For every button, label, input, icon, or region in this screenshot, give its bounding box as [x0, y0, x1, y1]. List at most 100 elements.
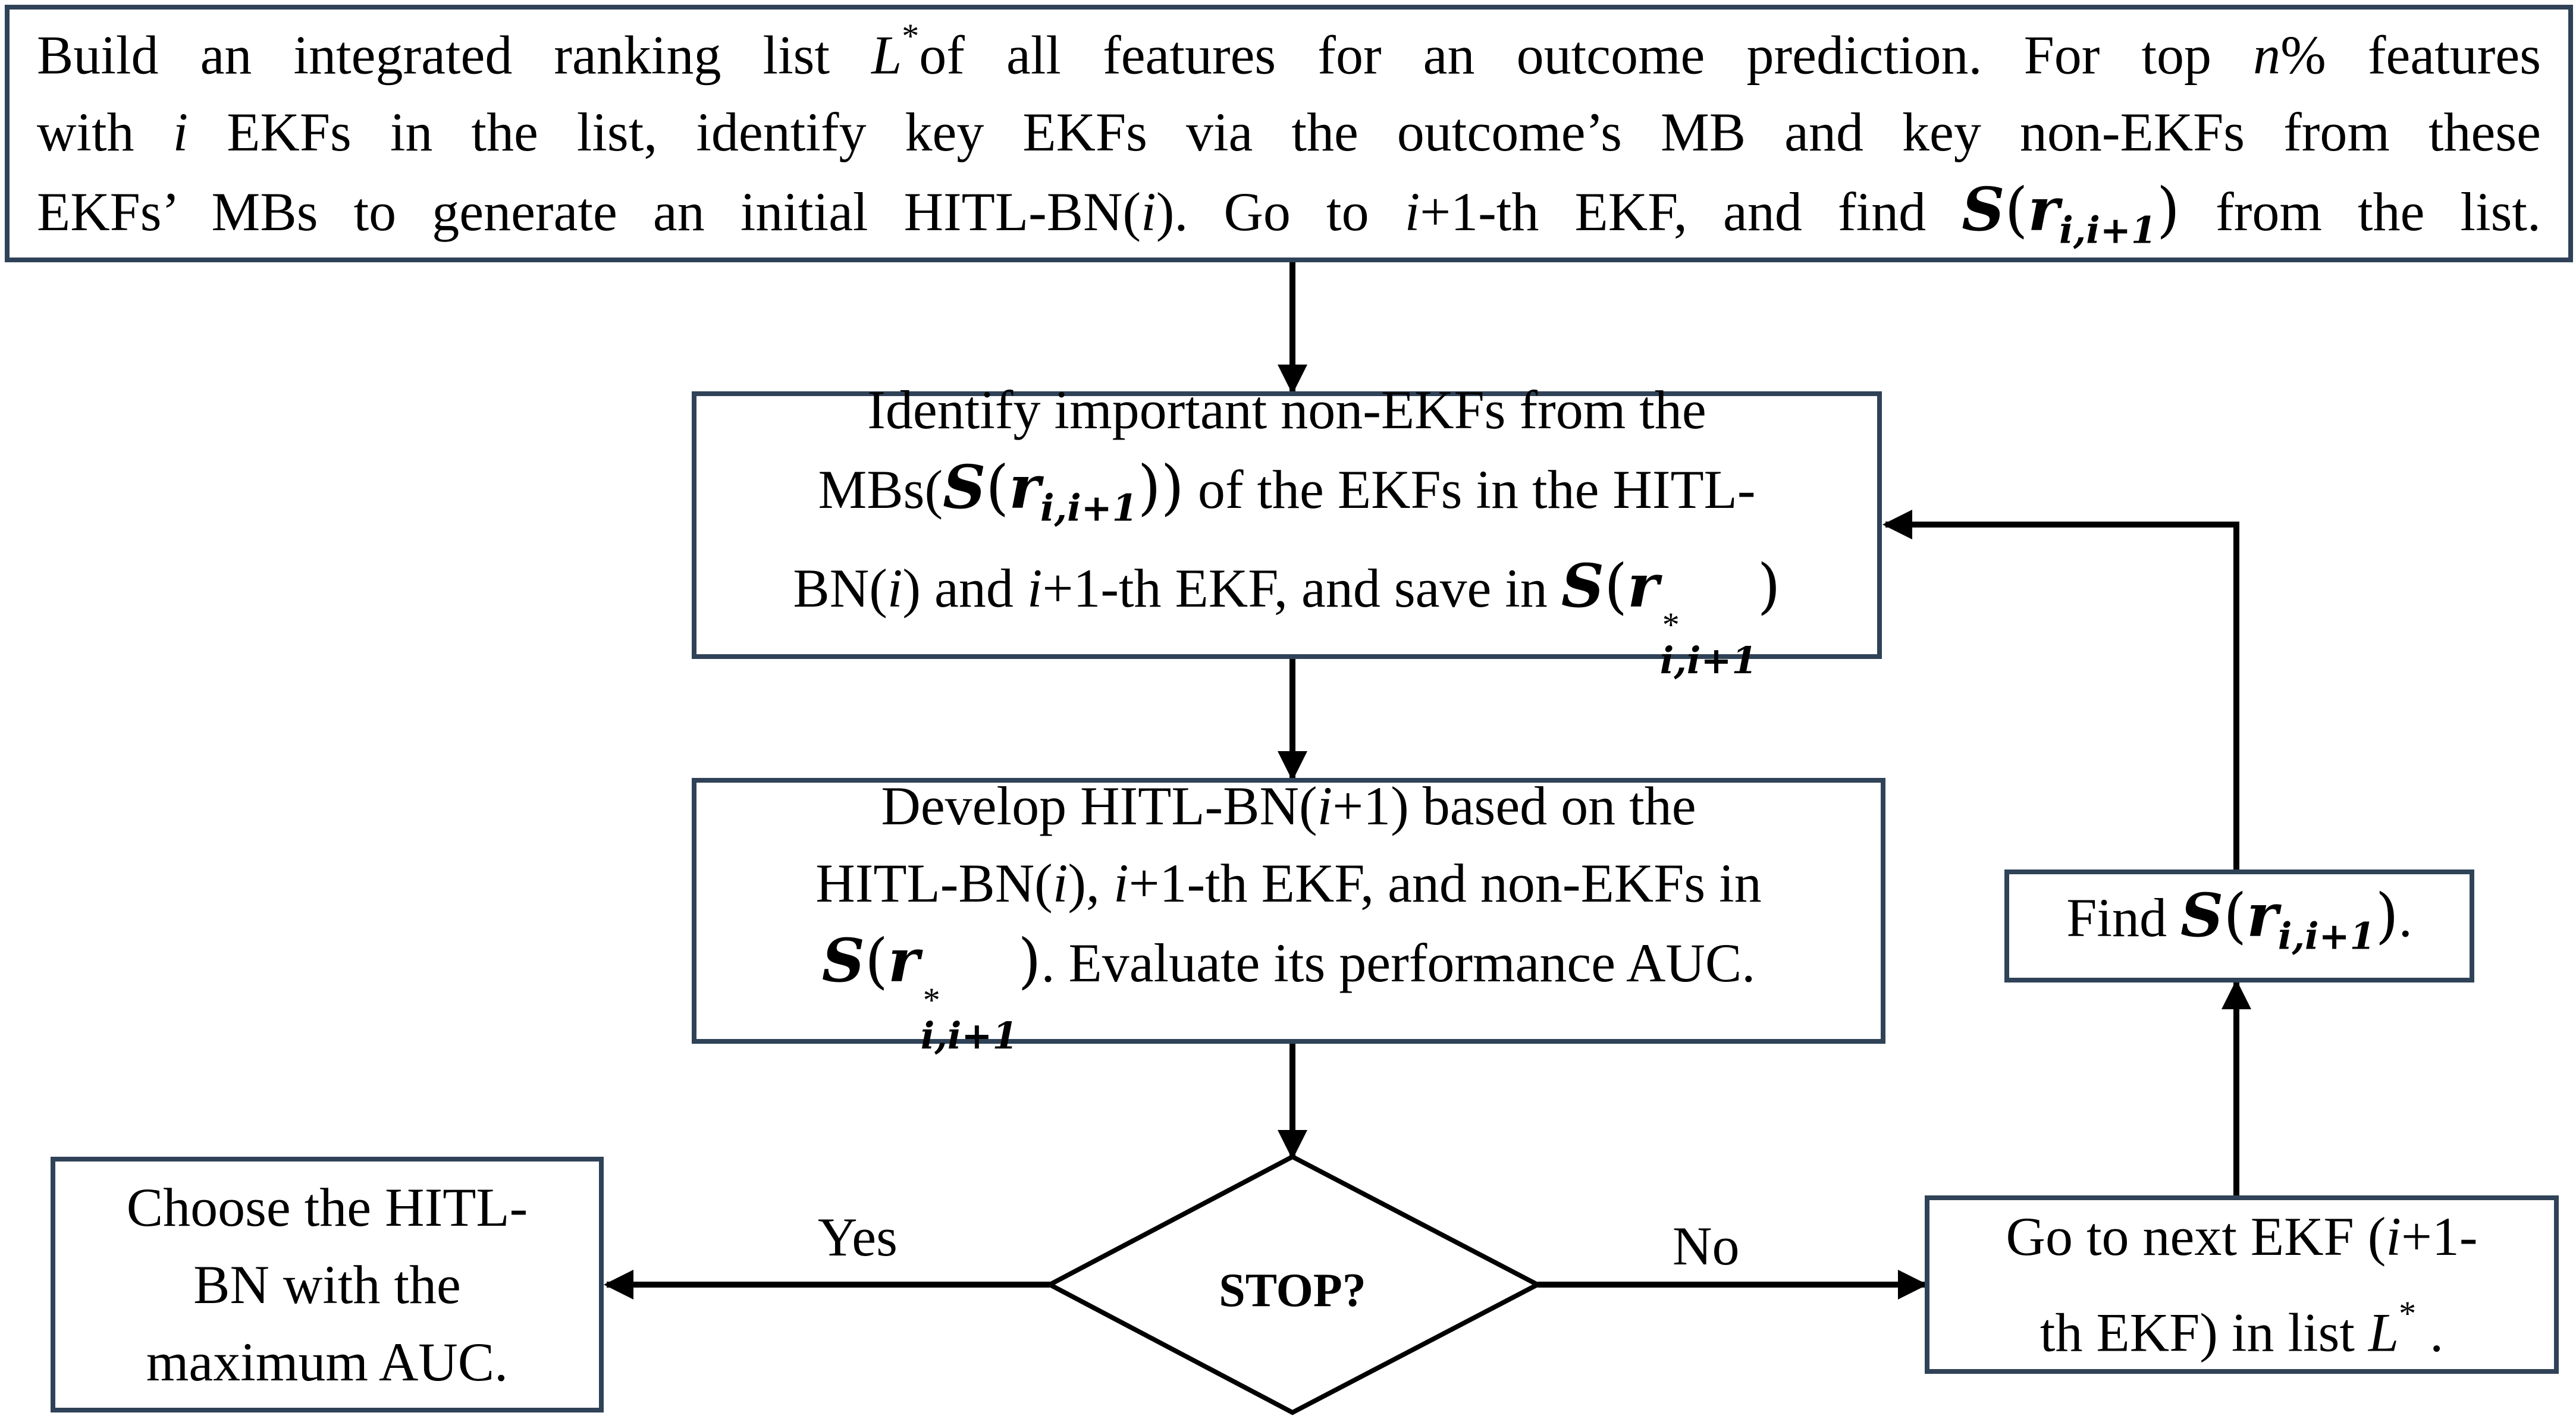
symbol-i: i [1052, 853, 1068, 914]
text: ), [1068, 853, 1100, 914]
text: MBs( [818, 459, 943, 520]
decision-diamond [1044, 1154, 1543, 1415]
text: th EKF) in list [2040, 1302, 2355, 1363]
symbol-S: S [821, 925, 865, 996]
text: HITL-BN( [815, 853, 1053, 914]
symbol-S: S [943, 451, 986, 522]
box-develop-hitl-bn: Develop HITL-BN(i+1) based on the HITL-B… [692, 776, 1885, 1054]
text: BN( [793, 557, 887, 619]
text: +1-th EKF, and find [1420, 181, 1926, 243]
symbol-n: n [2253, 24, 2281, 86]
text: ) and [902, 557, 1014, 619]
subscript: i,i+1 [920, 1013, 1018, 1057]
box-identify-non-ekfs: Identify important non-EKFs from the MBs… [692, 379, 1882, 679]
box-develop-line-1: Develop HITL-BN(i+1) based on the [815, 767, 1761, 845]
sub-sup-stack: *i,i+1 [920, 980, 1018, 1057]
math-S-r: S(ri,i+1) [2180, 880, 2399, 958]
box-choose-max-auc: Choose the HITL- BN with the maximum AUC… [51, 1157, 604, 1412]
symbol-r: r [2028, 174, 2060, 245]
box-build-ranking-list: Build an integrated ranking list L*of al… [5, 5, 2573, 262]
text: of all features for an outcome predictio… [919, 24, 2212, 86]
paren: ( [2223, 881, 2247, 951]
paren: ( [865, 926, 889, 996]
superscript-star: * [923, 980, 940, 1019]
symbol-star: * [902, 16, 920, 55]
box-top-line-3: EKFs’ MBs to generate an initial HITL-BN… [37, 171, 2541, 269]
symbol-r: r [1009, 451, 1040, 522]
symbol-r: r [888, 925, 920, 996]
symbol-i: i [172, 102, 189, 163]
subscript: i,i+1 [1040, 486, 1138, 530]
superscript-star: * [1662, 605, 1680, 645]
text: +1-th EKF, and save in [1042, 557, 1548, 619]
text: of the EKFs in the HITL- [1197, 459, 1756, 520]
box-next-line-1: Go to next EKF (i+1- [2006, 1198, 2478, 1275]
subscript: i,i+1 [2277, 914, 2376, 958]
box-top-line-2: with i EKFs in the list, identify key EK… [37, 93, 2541, 171]
box-identify-line-3: BN(i) and i+1-th EKF, and save in S(r*i,… [793, 547, 1780, 680]
math-S-r-star: S(r*i,i+1) [822, 925, 1041, 1054]
text: +1-th EKF, and non-EKFs in [1128, 853, 1762, 914]
subscript: i,i+1 [2059, 209, 2157, 253]
symbol-i: i [2386, 1206, 2401, 1267]
text: EKFs in the list, identify key EKFs via … [227, 102, 2542, 163]
edge-label-no: No [1673, 1216, 1740, 1276]
text: ). Go to [1156, 181, 1369, 243]
text: with [37, 102, 134, 163]
box-find-s-r: Find S(ri,i+1). [2004, 869, 2474, 982]
paren: ( [1604, 551, 1628, 621]
paren: ) [1018, 926, 1041, 996]
box-choose-line-3: maximum AUC. [146, 1332, 509, 1392]
box-choose-line-2: BN with the [193, 1254, 461, 1315]
edge-label-yes: Yes [818, 1207, 898, 1267]
box-identify-line-1: Identify important non-EKFs from the [867, 379, 1706, 440]
box-choose-line-1: Choose the HITL- [126, 1177, 528, 1238]
symbol-i: i [1317, 776, 1333, 837]
decision-label: STOP? [1219, 1264, 1366, 1317]
symbol-i: i [1141, 181, 1156, 243]
box-find-line: Find S(ri,i+1). [2066, 877, 2412, 975]
symbol-i: i [1027, 557, 1043, 619]
box-top-line-1: Build an integrated ranking list L*of al… [37, 0, 2541, 93]
symbol-r: r [1627, 550, 1659, 621]
symbol-i: i [1404, 181, 1420, 243]
symbol-L: L [871, 24, 902, 86]
paren: )) [1137, 452, 1184, 522]
math-S-r: S(ri,i+1)) [943, 452, 1184, 530]
paren: ( [986, 452, 1009, 522]
paren: ) [2375, 881, 2399, 951]
text: Find [2066, 887, 2167, 949]
text: EKFs’ MBs to generate an initial HITL-BN… [37, 181, 1141, 243]
text: . Evaluate its performance AUC. [1041, 933, 1756, 994]
symbol-S: S [1561, 550, 1605, 621]
text: % features [2280, 24, 2541, 86]
paren: ) [1757, 551, 1781, 621]
paren: ( [2004, 175, 2028, 245]
text: from the list. [2216, 181, 2541, 243]
paren: ) [2156, 175, 2180, 245]
text: +1- [2401, 1206, 2478, 1267]
arrow-find-to-identify [1882, 510, 2239, 869]
text: . [2398, 887, 2412, 949]
text: +1) based on the [1332, 776, 1696, 837]
box-develop-line-2: HITL-BN(i), i+1-th EKF, and non-EKFs in [815, 845, 1761, 922]
text: . [2430, 1302, 2444, 1363]
symbol-i: i [1113, 853, 1129, 914]
math-S-r-star: S(r*i,i+1) [1561, 551, 1781, 679]
sub-sup-stack: *i,i+1 [1660, 608, 1758, 679]
box-go-to-next-ekf: Go to next EKF (i+1- th EKF) in list L* … [1925, 1195, 2559, 1374]
text: Go to next EKF ( [2006, 1206, 2386, 1267]
symbol-S: S [2180, 880, 2224, 951]
text: Develop HITL-BN( [881, 776, 1317, 837]
math-S-r: S(ri,i+1) [1962, 174, 2180, 252]
symbol-L: L [2368, 1302, 2399, 1363]
subscript: i,i+1 [1659, 639, 1758, 683]
symbol-star: * [2399, 1294, 2417, 1333]
symbol-i: i [887, 557, 903, 619]
symbol-S: S [1962, 174, 2005, 245]
box-develop-line-3: S(r*i,i+1). Evaluate its performance AUC… [815, 922, 1761, 1054]
text: Build an integrated ranking list [37, 24, 830, 86]
symbol-r: r [2246, 880, 2278, 951]
box-next-line-2: th EKF) in list L* . [2006, 1275, 2478, 1371]
